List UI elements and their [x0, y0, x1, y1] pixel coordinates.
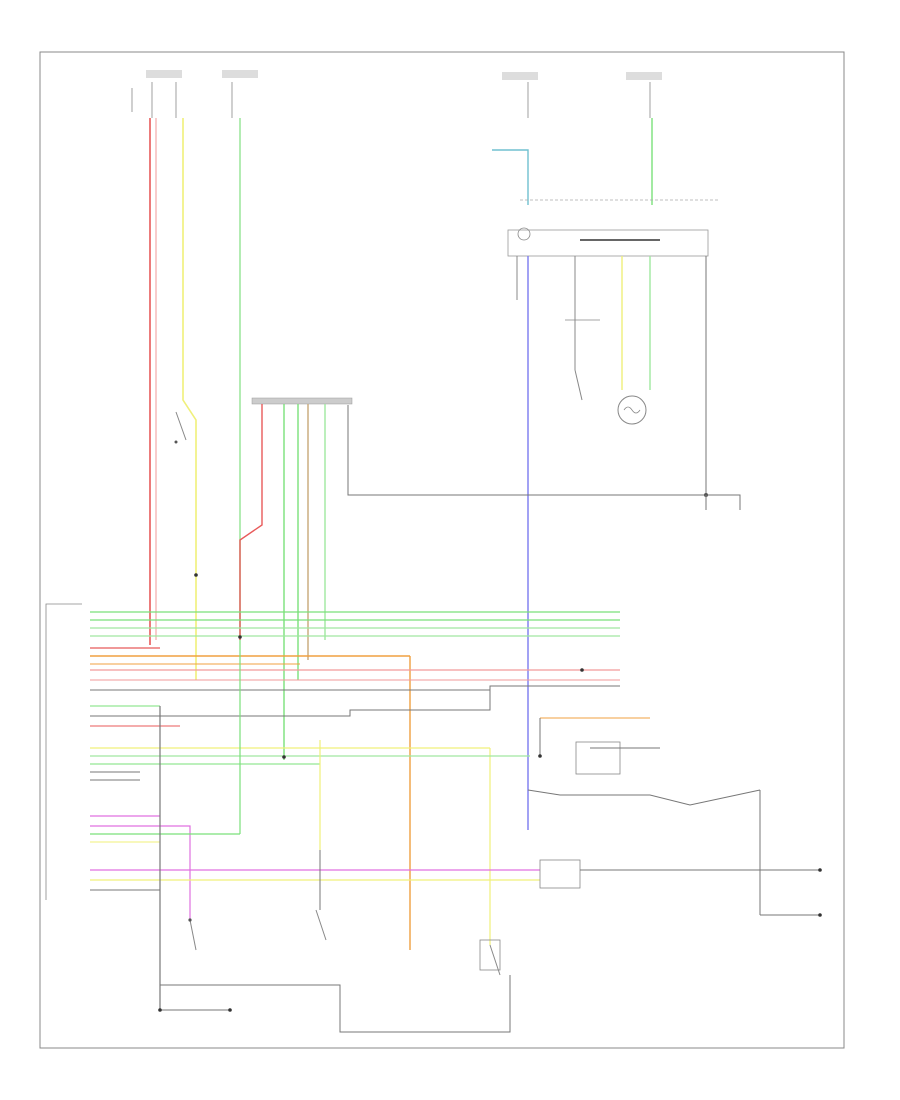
wire-red-mid — [239, 404, 263, 640]
relay-coil — [517, 227, 531, 241]
wire-gray-ground — [347, 405, 741, 510]
relay-box — [507, 229, 709, 257]
brake-switch-right — [539, 859, 581, 889]
switch-small — [565, 310, 600, 401]
bottom-switch-mid — [315, 850, 327, 941]
brake-switch-left — [174, 411, 187, 444]
harness-bottom — [90, 815, 540, 920]
diagram-frame — [39, 51, 845, 1049]
wire-teal-top — [492, 149, 529, 205]
splice-dots — [194, 573, 584, 759]
vehicle-speed-sensor — [617, 395, 647, 425]
bottom-switch-right — [479, 939, 501, 976]
ecm-bracket — [45, 603, 82, 900]
fuse-group-left — [131, 70, 258, 118]
harness-lines — [90, 611, 620, 950]
wire-yellow-left — [182, 118, 197, 680]
ground-return-loop — [160, 975, 511, 1033]
middle-connector — [251, 397, 353, 405]
cruise-module — [575, 741, 621, 775]
bottom-switch-left — [188, 918, 197, 951]
lower-harness-lines — [90, 740, 530, 945]
fuse-group-right — [502, 72, 662, 118]
